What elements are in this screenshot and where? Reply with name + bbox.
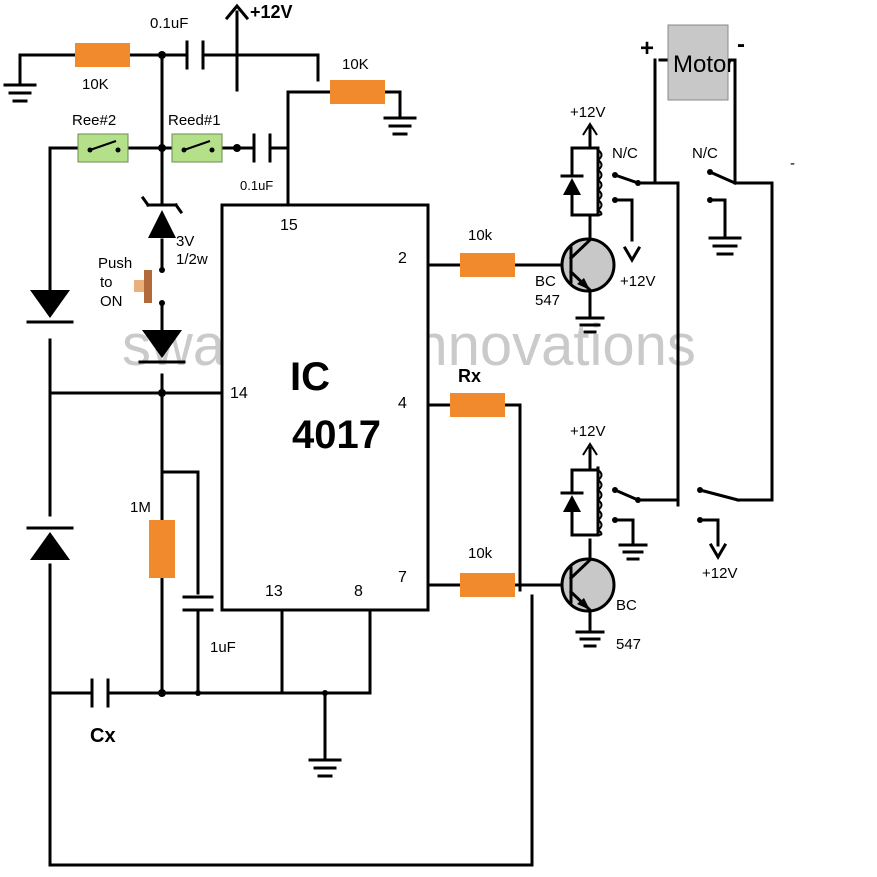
resistor-1m bbox=[149, 520, 175, 578]
relay1-supply-label: +12V bbox=[570, 104, 605, 121]
relay1-nc-label: N/C bbox=[612, 145, 638, 162]
cap-cx-label: Cx bbox=[90, 725, 116, 747]
t1-type-label: BC bbox=[535, 273, 556, 290]
motor-relay-contact-top bbox=[707, 169, 737, 203]
ic-label-line2: 4017 bbox=[292, 413, 381, 457]
resistor-10k-pin2 bbox=[460, 253, 515, 277]
pin-13-label: 13 bbox=[265, 583, 283, 600]
t2-type-label: BC bbox=[616, 597, 637, 614]
relay-2 bbox=[560, 466, 641, 537]
push-label-2: to bbox=[100, 274, 113, 291]
ic-label-line1: IC bbox=[290, 355, 330, 399]
r-pin7-label: 10k bbox=[468, 545, 493, 562]
resistor-10k-top-right bbox=[330, 80, 385, 104]
zener-voltage-label: 3V bbox=[176, 233, 194, 250]
ground-symbol-top-right bbox=[383, 116, 417, 136]
supply-arrow-main bbox=[224, 3, 250, 21]
ground-symbol-motor-relay bbox=[708, 236, 742, 256]
r-top-left-label: 10K bbox=[82, 76, 109, 93]
motor-minus-label: - bbox=[737, 31, 745, 58]
r-1m-label: 1M bbox=[130, 499, 151, 516]
t2-num-label: 547 bbox=[616, 636, 641, 653]
motor-relay-contact-bottom bbox=[697, 487, 740, 523]
relay-1 bbox=[560, 146, 641, 217]
ic-4017-body bbox=[220, 203, 430, 612]
reed2-label: Ree#2 bbox=[72, 112, 116, 129]
junction-dots bbox=[158, 51, 328, 697]
push-label-3: ON bbox=[100, 293, 123, 310]
relay2-out-label: +12V bbox=[702, 565, 737, 582]
capacitor-0p1uf-top bbox=[185, 40, 205, 70]
push-label-1: Push bbox=[98, 255, 132, 272]
pin-7-label: 7 bbox=[398, 569, 407, 586]
push-button bbox=[134, 267, 165, 306]
resistor-10k-top-left bbox=[75, 43, 130, 67]
pin-15-label: 15 bbox=[280, 217, 298, 234]
supply-arrow-relay2 bbox=[582, 442, 598, 456]
reed-switch-2 bbox=[77, 133, 129, 163]
motor-plus-label: + bbox=[640, 35, 654, 62]
supply-arrow-relay2-out bbox=[708, 542, 728, 560]
zener-power-label: 1/2w bbox=[176, 251, 208, 268]
ground-symbol-transistor1 bbox=[575, 316, 605, 334]
ground-symbol-bottom bbox=[308, 758, 342, 778]
capacitor-1uf bbox=[182, 595, 214, 612]
relay2-nc-label: N/C bbox=[692, 145, 718, 162]
supply-arrow-relay1 bbox=[582, 122, 598, 136]
ground-symbol-relay2-right bbox=[618, 543, 648, 561]
zener-diode-3v bbox=[140, 188, 184, 238]
ground-symbol-top-left bbox=[3, 53, 37, 103]
motor-label: Motor bbox=[673, 51, 734, 78]
pin-4-label: 4 bbox=[398, 395, 407, 412]
supply-arrow-relay1-out bbox=[622, 245, 642, 263]
resistor-10k-pin7 bbox=[460, 573, 515, 597]
reed-switch-1 bbox=[171, 133, 223, 163]
capacitor-0p1uf-pin15 bbox=[252, 133, 272, 163]
pin-8-label: 8 bbox=[354, 583, 363, 600]
cap-pin15-label: 0.1uF bbox=[240, 178, 273, 193]
relay2-supply-label: +12V bbox=[570, 423, 605, 440]
t1-num-label: 547 bbox=[535, 292, 560, 309]
pin-2-label: 2 bbox=[398, 250, 407, 267]
resistor-rx-pin4 bbox=[450, 393, 505, 417]
relay1-out-label: +12V bbox=[620, 273, 655, 290]
cap-1uf-label: 1uF bbox=[210, 639, 236, 656]
r-pin4-label: Rx bbox=[458, 366, 481, 386]
stray-dash-label: - bbox=[790, 155, 795, 172]
r-pin2-label: 10k bbox=[468, 227, 493, 244]
supply-label-main: +12V bbox=[250, 2, 293, 22]
diode-below-button bbox=[138, 330, 186, 364]
motor-body bbox=[667, 24, 729, 101]
r-top-right-label: 10K bbox=[342, 56, 369, 73]
transistor-bc547-2 bbox=[560, 557, 616, 613]
transistor-bc547-1 bbox=[560, 237, 616, 293]
diode-left-upper bbox=[26, 290, 74, 324]
cap-top-label: 0.1uF bbox=[150, 15, 188, 32]
capacitor-cx bbox=[90, 678, 110, 708]
reed1-label: Reed#1 bbox=[168, 112, 221, 129]
diode-left-lower bbox=[26, 526, 74, 560]
pin-14-label: 14 bbox=[230, 385, 248, 402]
ground-symbol-transistor2 bbox=[575, 630, 605, 648]
